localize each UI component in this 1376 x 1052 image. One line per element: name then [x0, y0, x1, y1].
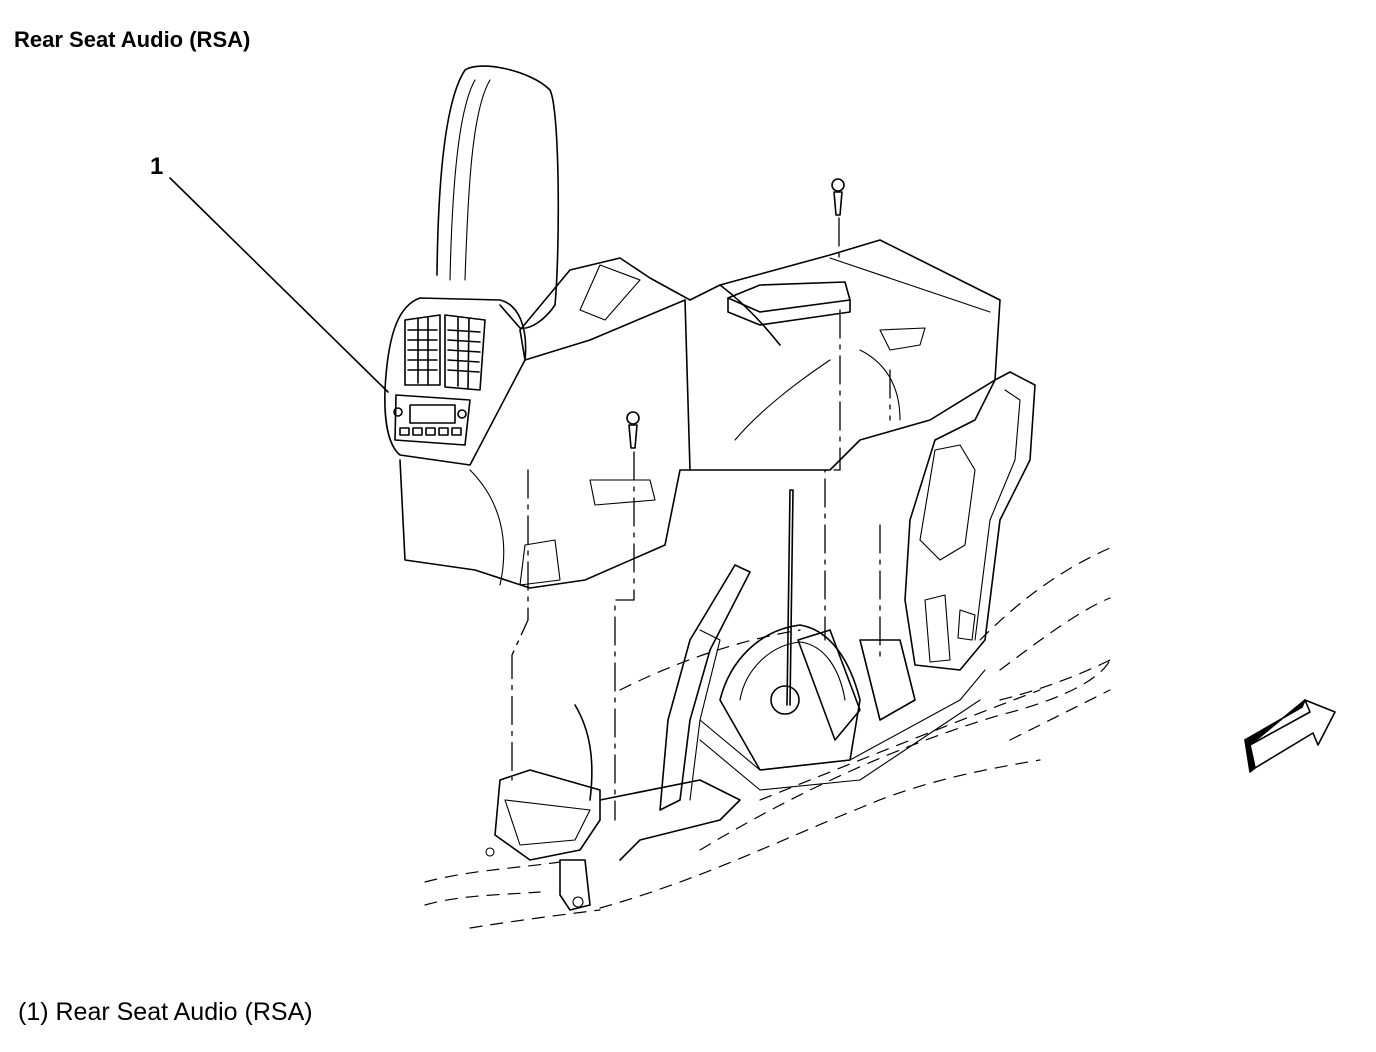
- callout-leader-line: [169, 177, 389, 393]
- forward-arrow-icon: [1244, 699, 1336, 773]
- console-side-bracket: [904, 371, 1036, 671]
- diagram-title: Rear Seat Audio (RSA): [14, 27, 251, 52]
- alignment-guide-lines: [511, 217, 891, 821]
- push-pin-fastener-top: [831, 178, 845, 216]
- push-pin-fastener-middle: [626, 411, 640, 449]
- parking-brake-handle: [659, 564, 751, 811]
- floor-tunnel: [424, 547, 1111, 929]
- rear-seat-audio-unit: [384, 297, 527, 466]
- callout-number-1: 1: [150, 153, 164, 180]
- shifter-assembly: [699, 489, 986, 791]
- legend-item-1: (1) Rear Seat Audio (RSA): [18, 998, 313, 1026]
- front-mounting-bracket: [485, 704, 741, 911]
- console-armrest-lid: [436, 65, 560, 330]
- floor-console-body: [399, 239, 1001, 589]
